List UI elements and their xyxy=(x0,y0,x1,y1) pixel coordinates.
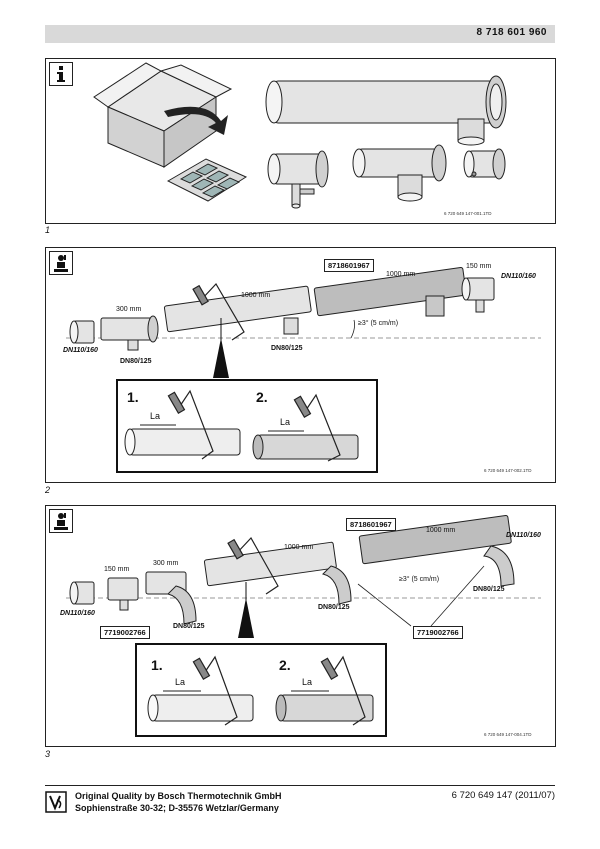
length-label: 1000 mm xyxy=(386,271,416,278)
figure-1-illustration xyxy=(93,62,507,209)
part-number-box: 7719002766 xyxy=(413,626,463,639)
info-icon xyxy=(49,62,73,86)
step-1-number: 1. xyxy=(127,389,139,405)
diameter-label: DN110/160 xyxy=(501,273,536,280)
doc-number: 8 718 601 960 xyxy=(476,27,547,38)
length-label: 1000 mm xyxy=(426,527,456,534)
length-la-label: La xyxy=(175,677,186,687)
figure-1-panel: 6 720 649 147-001.1TD xyxy=(45,58,556,224)
arrow-shape xyxy=(164,106,228,135)
diameter-label: DN80/125 xyxy=(473,586,505,593)
step-2-number: 2. xyxy=(279,657,291,673)
slope-label: ≥3° (5 cm/m) xyxy=(399,576,440,583)
figure-2-illustration xyxy=(66,267,541,378)
diameter-label: DN80/125 xyxy=(318,604,350,611)
diameter-label: DN110/160 xyxy=(60,610,95,617)
figure-3-panel: 150 mm 300 mm 1000 mm 1000 mm DN110/160 … xyxy=(45,505,556,747)
diameter-label: DN80/125 xyxy=(271,345,303,352)
installer-icon xyxy=(49,251,73,275)
header-bar: 8 718 601 960 xyxy=(45,25,555,43)
diameter-label: DN80/125 xyxy=(120,358,152,365)
diameter-label: DN110/160 xyxy=(63,347,98,354)
length-label: 1000 mm xyxy=(284,544,314,551)
adapter-piece xyxy=(267,150,329,209)
footer-line-2: Sophienstraße 30-32; D-35576 Wetzlar/Ger… xyxy=(75,803,279,813)
figure-2-number: 2 xyxy=(45,485,51,495)
part-number-box: 7719002766 xyxy=(100,626,150,639)
cutting-steps-drawing xyxy=(124,389,359,462)
figure-3-number: 3 xyxy=(45,749,51,759)
length-label: 150 mm xyxy=(466,263,492,270)
figure-3-illustration xyxy=(66,515,541,638)
label-sheet xyxy=(166,158,248,202)
saw-drawing xyxy=(227,536,279,595)
figure-1-number: 1 xyxy=(45,225,51,235)
length-label: 300 mm xyxy=(116,306,142,313)
length-la-label: La xyxy=(280,417,291,427)
slope-label: ≥3° (5 cm/m) xyxy=(358,320,399,327)
figure-1-ref: 6 720 649 147-001.1TD xyxy=(444,211,492,216)
step-1-number: 1. xyxy=(151,657,163,673)
footer-divider xyxy=(45,785,555,786)
length-la-label: La xyxy=(302,677,313,687)
footer-company: Original Quality by Bosch Thermotechnik … xyxy=(75,790,282,814)
end-cap xyxy=(463,148,506,180)
footer-line-1: Original Quality by Bosch Thermotechnik … xyxy=(75,791,282,801)
bosch-logo-icon xyxy=(45,791,67,813)
length-label: 150 mm xyxy=(104,566,130,573)
length-label: 300 mm xyxy=(153,560,179,567)
long-pipe xyxy=(265,75,507,146)
cutting-steps-drawing xyxy=(147,655,374,726)
figure-2-panel: 300 mm 1000 mm 1000 mm 150 mm DN110/160 … xyxy=(45,247,556,483)
part-number-box: 8718601967 xyxy=(346,518,396,531)
footer-doc-code: 6 720 649 147 (2011/07) xyxy=(451,790,555,801)
length-label: 1000 mm xyxy=(241,292,271,299)
tee-piece xyxy=(352,144,447,202)
part-number-box: 8718601967 xyxy=(324,259,374,272)
figure-2-ref: 6 720 649 147-002.1TD xyxy=(484,468,532,473)
cutting-inset: 1. 2. La La xyxy=(116,379,378,473)
cutting-inset: 1. 2. La La xyxy=(135,643,387,737)
length-la-label: La xyxy=(150,411,161,421)
diameter-label: DN80/125 xyxy=(173,623,205,630)
saw-drawing xyxy=(192,283,245,341)
step-2-number: 2. xyxy=(256,389,268,405)
figure-3-ref: 6 720 649 147-004.1TD xyxy=(484,732,532,737)
installer-icon xyxy=(49,509,73,533)
diameter-label: DN110/160 xyxy=(506,532,541,539)
